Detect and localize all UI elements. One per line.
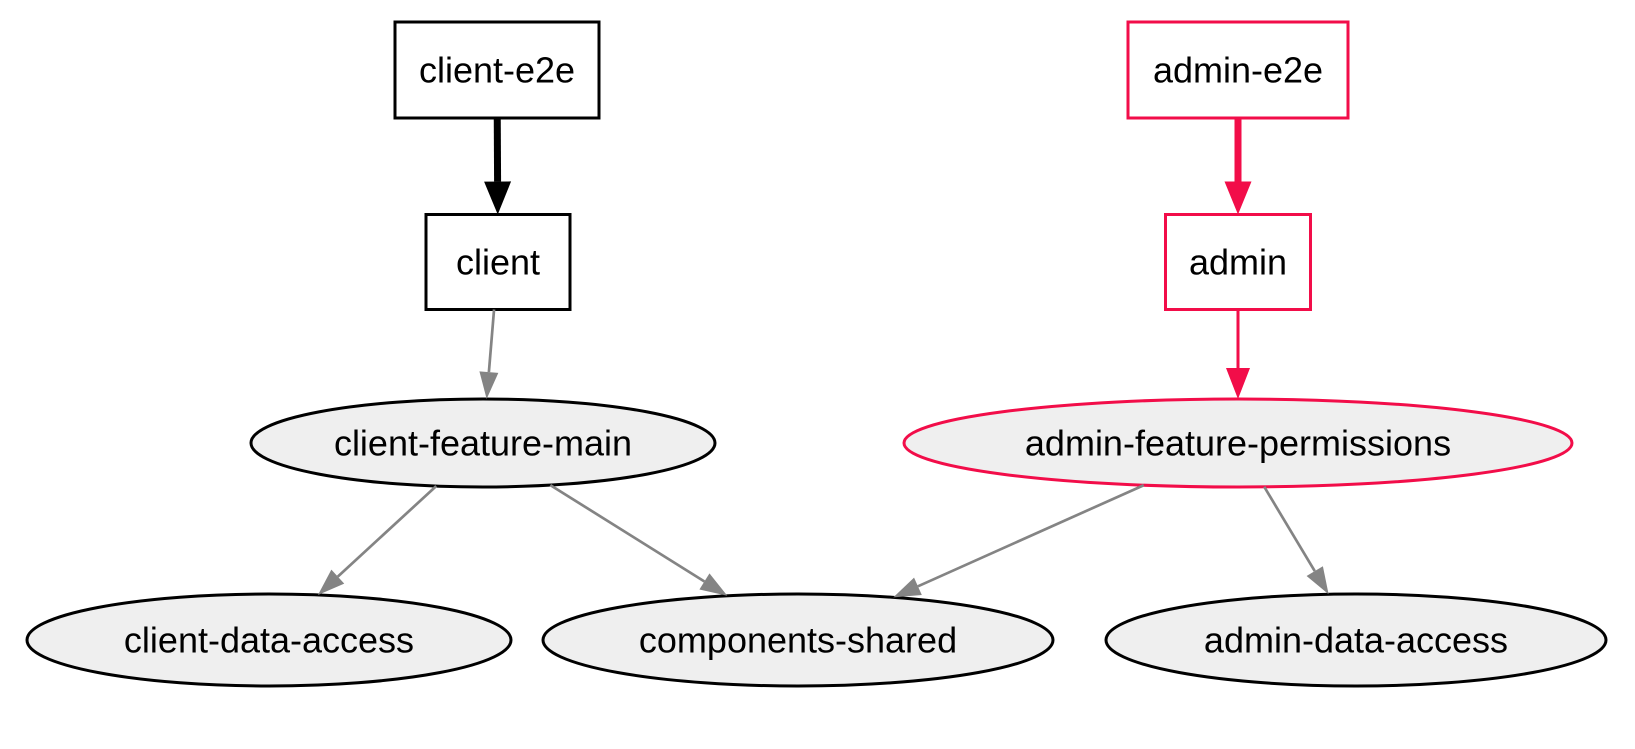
edge-arrowhead-icon [1226, 368, 1250, 399]
node-label: admin-e2e [1153, 50, 1323, 91]
edge-arrowhead-icon [893, 577, 922, 598]
edge-line [1263, 486, 1316, 572]
edge-arrowhead-icon [484, 181, 512, 215]
edge-admin-to-admin-feature-permissions [1226, 309, 1250, 399]
node-label: client-feature-main [334, 423, 632, 464]
edge-admin-feature-permissions-to-components-shared [893, 483, 1145, 598]
edge-client-feature-main-to-client-data-access [317, 485, 438, 595]
edge-arrowhead-icon [699, 573, 728, 596]
edge-admin-e2e-to-admin [1224, 118, 1252, 215]
node-client-e2e: client-e2e [393, 20, 601, 120]
node-shape-ellipse [541, 592, 1055, 688]
edge-arrowhead-icon [1224, 181, 1252, 215]
node-client: client [424, 213, 572, 311]
node-shape-box [424, 213, 572, 311]
node-shape-ellipse [1104, 592, 1608, 688]
node-admin-e2e: admin-e2e [1126, 20, 1350, 120]
node-label: components-shared [639, 620, 957, 661]
node-label: admin-data-access [1204, 620, 1508, 661]
node-admin-feature-permissions: admin-feature-permissions [902, 397, 1574, 489]
edge-line [487, 309, 496, 373]
node-admin: admin [1164, 213, 1312, 311]
edge-arrowhead-icon [1306, 566, 1329, 595]
edge-line [917, 483, 1145, 588]
node-layer: client-e2e client client-feature-main clien… [25, 20, 1608, 688]
node-label: client-e2e [419, 50, 575, 91]
node-label: client-data-access [124, 620, 414, 661]
edge-arrowhead-icon [479, 371, 499, 400]
node-label: client [456, 242, 540, 283]
edge-layer [317, 117, 1329, 598]
node-admin-data-access: admin-data-access [1104, 592, 1608, 688]
node-client-data-access: client-data-access [25, 592, 513, 688]
node-components-shared: components-shared [541, 592, 1055, 688]
edge-arrowhead-icon [317, 569, 345, 595]
node-shape-ellipse [25, 592, 513, 688]
node-client-feature-main: client-feature-main [249, 397, 717, 489]
edge-client-e2e-to-client [484, 117, 512, 215]
node-label: admin [1189, 242, 1287, 283]
edge-line [336, 485, 438, 578]
node-shape-ellipse [249, 397, 717, 489]
edge-line [549, 483, 706, 583]
node-shape-box [393, 20, 601, 120]
node-label: admin-feature-permissions [1025, 423, 1451, 464]
edge-admin-feature-permissions-to-admin-data-access [1263, 486, 1329, 595]
edge-client-to-client-feature-main [479, 309, 499, 400]
edge-client-feature-main-to-components-shared [549, 483, 728, 596]
